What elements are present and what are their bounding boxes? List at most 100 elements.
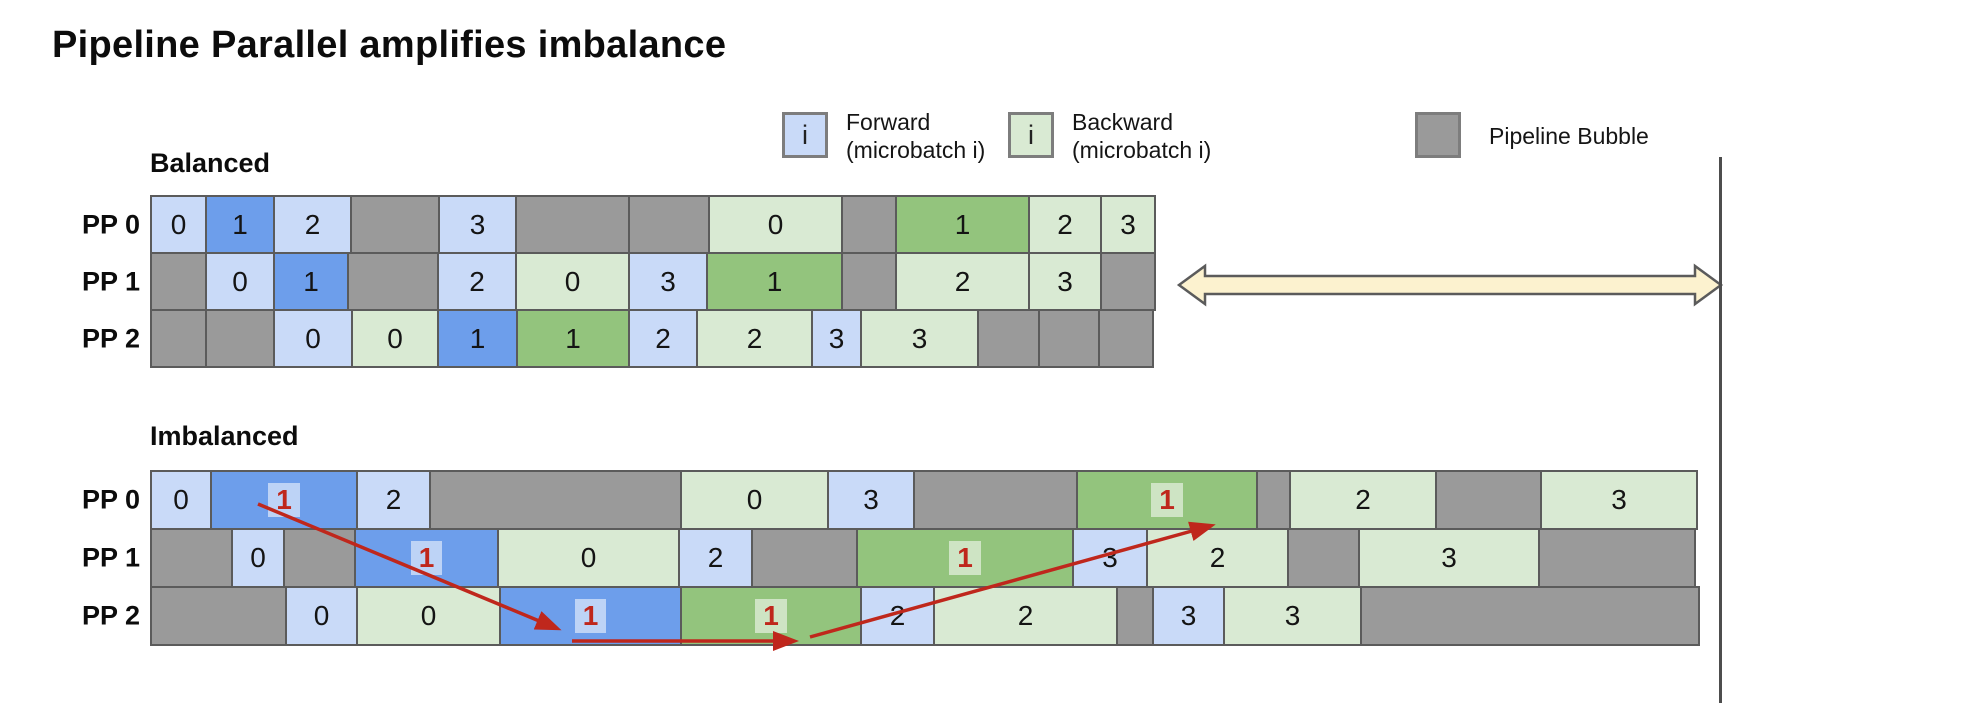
bubble-cell	[429, 470, 682, 530]
forward-cell: 3	[811, 309, 862, 368]
bubble-cell	[1038, 309, 1100, 368]
microbatch-index: 2	[1355, 484, 1371, 515]
forward-cell: 3	[1152, 586, 1225, 646]
legend-backward-symbol: i	[1028, 119, 1034, 150]
microbatch-index: 3	[911, 322, 928, 354]
legend-backward-swatch: i	[1008, 112, 1054, 158]
microbatch-index: 3	[1057, 265, 1073, 297]
row-label: PP 2	[81, 323, 140, 353]
backward-cell: 1	[706, 252, 843, 311]
microbatch-index: 2	[1209, 542, 1226, 573]
imbalanced-section-title: Imbalanced	[150, 421, 299, 451]
microbatch-index: 2	[469, 265, 485, 297]
legend-backward-label: Backward (microbatch i)	[1072, 109, 1212, 163]
bubble-cell	[283, 528, 356, 588]
step-boundary-line	[1719, 157, 1722, 703]
forward-cell: 1	[354, 528, 499, 588]
backward-cell: 1	[516, 309, 630, 368]
backward-cell: 0	[680, 470, 829, 530]
backward-cell: 0	[356, 586, 501, 646]
backward-cell: 1	[895, 195, 1030, 254]
legend-forward-swatch: i	[782, 112, 828, 158]
bubble-cell	[347, 252, 439, 311]
backward-cell: 0	[497, 528, 680, 588]
microbatch-index: 3	[1102, 542, 1118, 573]
bubble-cell	[841, 252, 897, 311]
forward-cell: 3	[827, 470, 915, 530]
forward-cell: 0	[150, 195, 207, 254]
bubble-cell	[1287, 528, 1360, 588]
bubble-cell	[913, 470, 1078, 530]
row-label: PP 2	[81, 600, 140, 631]
backward-cell: 3	[1358, 528, 1540, 588]
row-label: PP 1	[81, 266, 140, 296]
microbatch-index: 0	[173, 484, 189, 515]
bubble-cell	[628, 195, 710, 254]
forward-cell: 1	[210, 470, 358, 530]
forward-cell: 2	[273, 195, 352, 254]
microbatch-index: 1	[268, 483, 300, 517]
bubble-cell	[841, 195, 897, 254]
forward-cell: 3	[1072, 528, 1148, 588]
microbatch-index: 2	[1017, 600, 1034, 631]
forward-cell: 1	[499, 586, 682, 646]
bubble-cell	[150, 309, 207, 368]
forward-cell: 0	[231, 528, 285, 588]
microbatch-index: 0	[420, 600, 437, 631]
microbatch-index: 1	[410, 541, 443, 575]
microbatch-index: 3	[1441, 542, 1457, 573]
forward-cell: 0	[150, 470, 212, 530]
microbatch-index: 2	[1057, 208, 1073, 240]
microbatch-index: 2	[385, 484, 402, 515]
forward-cell: 0	[273, 309, 353, 368]
backward-cell: 2	[1146, 528, 1289, 588]
microbatch-index: 1	[574, 599, 607, 633]
balanced-section-title: Balanced	[150, 148, 271, 178]
microbatch-index: 1	[755, 599, 787, 633]
forward-cell: 2	[437, 252, 517, 311]
microbatch-index: 1	[766, 265, 783, 297]
microbatch-index: 2	[707, 542, 724, 573]
bubble-cell	[150, 528, 233, 588]
page-title: Pipeline Parallel amplifies imbalance	[52, 24, 727, 66]
backward-cell: 1	[1076, 470, 1258, 530]
microbatch-index: 1	[469, 322, 486, 354]
backward-cell: 2	[1289, 470, 1437, 530]
microbatch-index: 0	[387, 322, 403, 354]
row-label: PP 1	[81, 542, 140, 573]
microbatch-index: 0	[313, 600, 330, 631]
forward-cell: 3	[628, 252, 708, 311]
backward-cell: 0	[708, 195, 843, 254]
bubble-cell	[515, 195, 630, 254]
microbatch-index: 1	[954, 208, 971, 240]
microbatch-index: 0	[305, 322, 321, 354]
microbatch-index: 1	[949, 541, 981, 575]
microbatch-index: 0	[564, 265, 581, 297]
microbatch-index: 3	[863, 484, 879, 515]
backward-cell: 3	[1223, 586, 1362, 646]
microbatch-index: 2	[304, 208, 321, 240]
forward-cell: 1	[273, 252, 349, 311]
microbatch-index: 2	[746, 322, 763, 354]
microbatch-index: 3	[660, 265, 676, 297]
backward-cell: 2	[1028, 195, 1102, 254]
microbatch-index: 1	[1151, 483, 1183, 517]
forward-cell: 0	[205, 252, 275, 311]
backward-cell: 1	[856, 528, 1074, 588]
legend-forward-label: Forward (microbatch i)	[846, 109, 986, 163]
microbatch-index: 0	[746, 484, 763, 515]
backward-cell: 2	[933, 586, 1118, 646]
bubble-cell	[150, 252, 207, 311]
bubble-cell	[1435, 470, 1542, 530]
bubble-cell	[1256, 470, 1291, 530]
microbatch-index: 3	[828, 322, 845, 354]
microbatch-index: 3	[1284, 600, 1301, 631]
